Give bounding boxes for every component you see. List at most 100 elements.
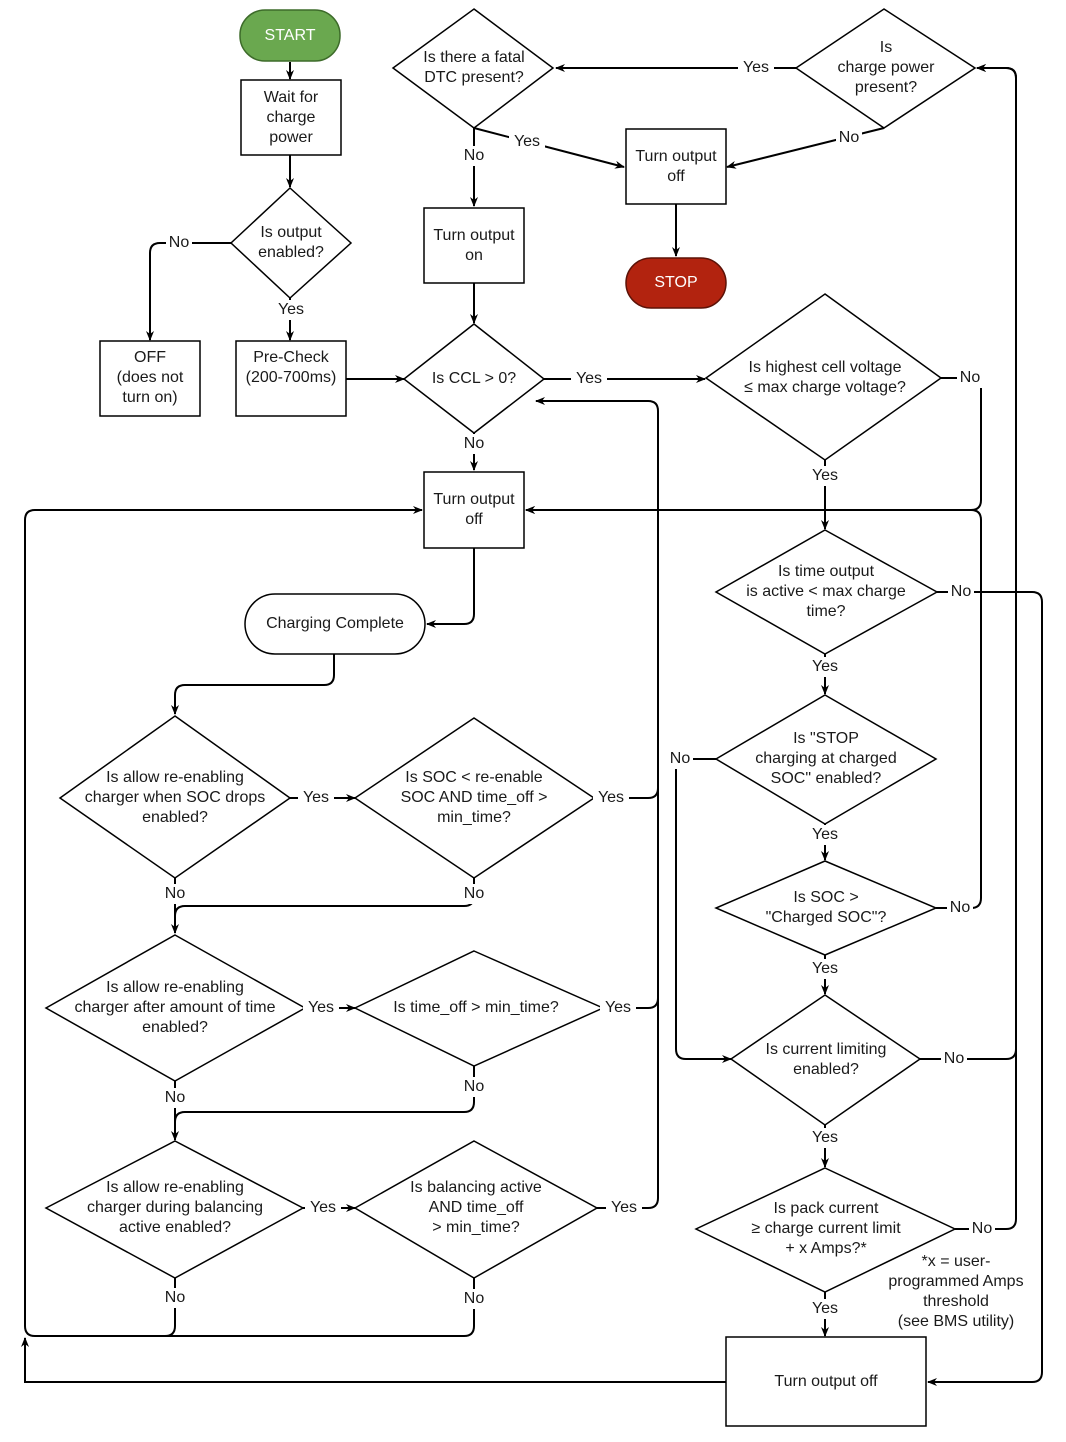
text-line: is active < max charge: [746, 583, 906, 600]
node-charge-power-present: Is charge power present?: [794, 8, 977, 129]
edge-label-no: No: [464, 147, 485, 164]
edge-label-bg: [593, 788, 629, 808]
edge-label-bg: [303, 998, 339, 1018]
text-line: Is output: [260, 224, 322, 241]
node-charging-complete: Charging Complete: [244, 593, 426, 655]
text-line: Is time output: [778, 563, 875, 580]
turn-off-bottom-label: Turn output off: [774, 1373, 878, 1390]
text-line: Is pack current: [774, 1200, 879, 1217]
text-line: charge power: [838, 59, 936, 76]
node-soc-charged: Is SOC > "Charged SOC"?: [714, 860, 938, 956]
edge-label-yes: Yes: [278, 301, 304, 318]
text-line: charger during balancing: [87, 1199, 263, 1216]
edge-label-bg: [738, 58, 774, 78]
edge-label-bg: [461, 1289, 487, 1309]
edge-label-bg: [948, 582, 974, 602]
text-line: Is balancing active: [410, 1179, 542, 1196]
text-line: programmed Amps: [888, 1273, 1023, 1290]
text-line: "Charged SOC"?: [766, 909, 887, 926]
text-line: DTC present?: [424, 69, 524, 86]
node-time-off: Is time_off > min_time?: [353, 950, 605, 1067]
edge-label-no: No: [670, 750, 691, 767]
text-line: Turn output: [433, 227, 515, 244]
text-line: enabled?: [142, 1019, 208, 1036]
edge-label-bg: [807, 466, 843, 486]
edge-label-no: No: [944, 1050, 965, 1067]
node-start: START: [239, 9, 341, 62]
edge-label-no: No: [951, 583, 972, 600]
edge-label-yes: Yes: [308, 999, 334, 1016]
edge-label-bg: [305, 1198, 341, 1218]
text-line: Is highest cell voltage: [749, 359, 902, 376]
edge-socre-no-allowtime: [174, 878, 475, 917]
edge-label-bg: [969, 1219, 995, 1239]
edge-label-yes: Yes: [611, 1199, 637, 1216]
text-line: Is: [880, 39, 892, 56]
text-line: off: [667, 168, 685, 185]
text-line: enabled?: [142, 809, 208, 826]
text-line: Is SOC >: [793, 889, 858, 906]
edge-label-bg: [162, 1088, 188, 1108]
edge-label-bg: [947, 898, 973, 918]
edge-label-yes: Yes: [514, 133, 540, 150]
edge-pack-no-chargepower: [955, 64, 1017, 1230]
text-line: enabled?: [793, 1061, 859, 1078]
text-line: Is allow re-enabling: [106, 979, 244, 996]
edge-label-bg: [273, 300, 309, 320]
edge-label-no: No: [972, 1220, 993, 1237]
edge-label-no: No: [464, 435, 485, 452]
text-line: present?: [855, 79, 917, 96]
node-wait-for-charge: Wait for charge power: [240, 79, 342, 156]
node-pre-check: Pre-Check(200-700ms): [235, 340, 347, 417]
edge-label-yes: Yes: [812, 1129, 838, 1146]
edge-label-bg: [957, 368, 983, 388]
text-line: power: [269, 129, 313, 146]
edge-balancing-no-loop: [35, 1278, 475, 1337]
edge-loop-left-off: [24, 506, 423, 1337]
text-line: SOC AND time_off >: [401, 789, 548, 806]
edge-label-no: No: [165, 885, 186, 902]
edge-label-no: No: [464, 885, 485, 902]
edge-label-yes: Yes: [576, 370, 602, 387]
edge-bottom-left-up: [21, 1337, 726, 1383]
text-line: Wait for: [264, 89, 319, 106]
text-line: charger when SOC drops: [85, 789, 266, 806]
charging-complete-label: Charging Complete: [266, 615, 404, 632]
text-line: enabled?: [258, 244, 324, 261]
edge-label-bg: [606, 1198, 642, 1218]
edge-off-complete: [426, 548, 475, 628]
edge-time-no-bottom: [927, 591, 1043, 1386]
text-line: on: [465, 247, 483, 264]
edge-label-bg: [600, 998, 636, 1018]
edge-labels: NoYesYesNoYesNoYesNoNoYesNoYesNoYesNoYes…: [162, 58, 995, 1319]
node-stop: STOP: [625, 257, 727, 309]
edge-label-bg: [166, 233, 192, 253]
text-line: turn on): [122, 389, 177, 406]
text-line: charge: [267, 109, 316, 126]
edge-label-no: No: [950, 899, 971, 916]
start-label: START: [265, 27, 316, 44]
edge-soc-yes-ccl: [535, 397, 659, 799]
precheck-label: Pre-Check(200-700ms): [246, 349, 337, 386]
edge-label-yes: Yes: [812, 1300, 838, 1317]
text-line: active enabled?: [119, 1219, 231, 1236]
edge-label-no: No: [960, 369, 981, 386]
text-line: Is there a fatal: [423, 49, 524, 66]
